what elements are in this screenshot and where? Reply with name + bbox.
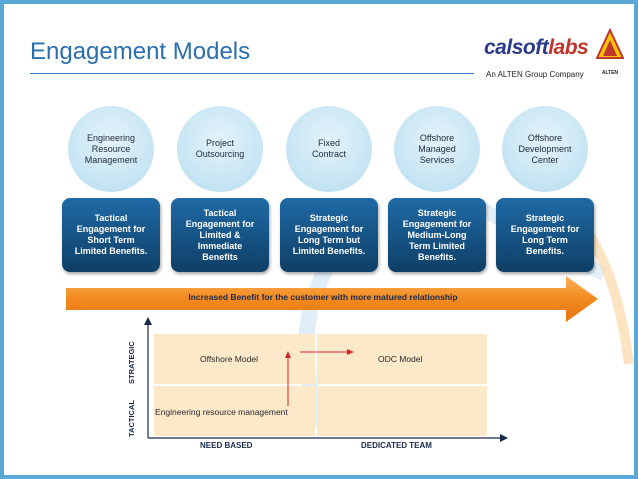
model-box-short-term: Tactical Engagement for Short Term Limit… [62, 198, 160, 272]
quadrant-bottom-right [317, 386, 487, 436]
logo-tagline: An ALTEN Group Company [486, 70, 584, 79]
quadrant-label-offshore-model: Offshore Model [200, 354, 258, 364]
model-circle-project-outsourcing: Project Outsourcing [177, 106, 263, 192]
model-circle-offshore-managed-services: Offshore Managed Services [394, 106, 480, 192]
logo-brand: calsoft [484, 36, 549, 59]
matrix-axes [144, 317, 508, 442]
alten-logo-icon [596, 28, 624, 59]
model-circle-engineering-resource-management: Engineering Resource Management [68, 106, 154, 192]
benefit-arrow [66, 276, 598, 322]
y-axis-label-strategic: STRATEGIC [127, 341, 136, 384]
model-box-long-term-limited: Strategic Engagement for Long Term but L… [280, 198, 378, 272]
quadrant-label-engineering-resource-management: Engineering resource management [155, 407, 288, 417]
model-circle-fixed-contract: Fixed Contract [286, 106, 372, 192]
model-box-long-term: Strategic Engagement for Long Term Benef… [496, 198, 594, 272]
logo-brand-accent: labs [548, 36, 589, 59]
model-box-immediate: Tactical Engagement for Limited & Immedi… [171, 198, 269, 272]
model-circle-offshore-development-center: Offshore Development Center [502, 106, 588, 192]
y-axis-label-tactical: TACTICAL [127, 400, 136, 437]
logo-partner: ALTEN [601, 70, 619, 76]
title-divider [30, 73, 474, 74]
page-title: Engagement Models [30, 38, 251, 65]
company-logo: calsoftlabs An ALTEN Group Company ALTEN [480, 26, 630, 86]
slide: Engagement Models calsoftlabs An ALTEN G… [4, 4, 634, 475]
quadrant-top-right [317, 334, 487, 384]
quadrant-label-odc-model: ODC Model [378, 354, 423, 364]
benefit-arrow-label: Increased Benefit for the customer with … [188, 292, 458, 302]
x-axis-label-need-based: NEED BASED [200, 441, 253, 450]
model-box-medium-long: Strategic Engagement for Medium-Long Ter… [388, 198, 486, 272]
x-axis-label-dedicated-team: DEDICATED TEAM [361, 441, 432, 450]
logo-wordmark: calsoftlabs [484, 36, 589, 60]
